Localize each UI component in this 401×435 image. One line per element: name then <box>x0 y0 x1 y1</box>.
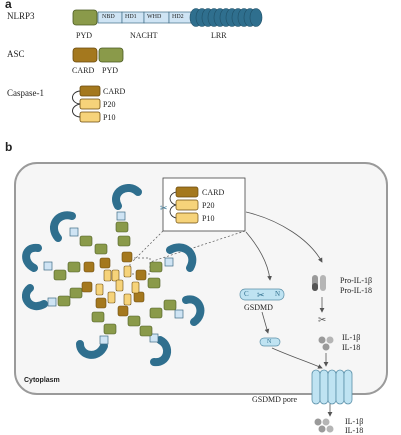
asc-card-label: CARD <box>72 66 95 75</box>
nlrp3-lrr-domain <box>189 8 263 27</box>
arrow-n-to-pore <box>271 347 323 369</box>
mature-il-icon <box>318 336 334 351</box>
inset-scissors-icon: ✂ <box>160 203 168 213</box>
released-il18-label: IL-18 <box>345 426 364 435</box>
nlrp3-nacht-label: NACHT <box>130 31 158 40</box>
caspase1-p20-label: P20 <box>103 100 116 109</box>
inflammasome-complex <box>22 184 205 367</box>
nlrp3-pyd-domain <box>72 9 98 26</box>
pro-il18-label: Pro-IL-18 <box>340 286 372 295</box>
asc-label: ASC <box>7 49 25 59</box>
nlrp3-lrr-label: LRR <box>211 31 227 40</box>
panel-b-label: b <box>5 140 13 154</box>
il18-label: IL-18 <box>342 343 361 352</box>
gsdmd-pore-label: GSDMD pore <box>252 395 298 404</box>
pro-il-icon <box>312 275 326 291</box>
arrow-to-pro-il <box>245 211 323 263</box>
lrr-arc-left-top <box>22 243 42 272</box>
gsdmd-pore <box>311 369 353 405</box>
gsdmd-scissors-icon: ✂ <box>257 290 265 300</box>
caspase1-label: Caspase-1 <box>7 88 44 98</box>
asc-pyd-label: PYD <box>102 66 119 75</box>
caspase1-p10-label: P10 <box>103 113 116 122</box>
inset-card-label: CARD <box>202 188 225 197</box>
gsdmd-full-length <box>239 288 285 301</box>
released-il-icon <box>314 418 334 433</box>
lrr-arc-bottom-right <box>150 336 172 367</box>
lrr-arc-left <box>22 284 48 310</box>
nlrp3-hd1-label: HD1 <box>125 14 137 20</box>
nlrp3-hd2-label: HD2 <box>172 14 184 20</box>
released-il1b-label: IL-1β <box>345 417 364 426</box>
arrow-gsdmd-to-n <box>261 311 270 334</box>
caspase1-card-label: CARD <box>103 87 126 96</box>
cytoplasm-label: Cytoplasm <box>24 377 60 384</box>
asc-card-domain <box>72 47 98 63</box>
nlrp3-whd-label: WHD <box>147 14 162 20</box>
il1b-label: IL-1β <box>342 333 361 342</box>
caspase1-linker <box>72 90 81 118</box>
inset-p10-label: P10 <box>202 214 215 223</box>
nlrp3-pyd-label: PYD <box>76 31 93 40</box>
lrr-arc-bottom <box>76 340 108 359</box>
gsdmd-c-label: C <box>244 290 249 298</box>
inset-zoom-line-2 <box>149 230 246 263</box>
nlrp3-label: NLRP3 <box>7 11 35 21</box>
caspase1-card-domain <box>79 85 101 97</box>
gsdmd-label: GSDMD <box>244 303 273 312</box>
gsdmd-n-fragment-label: N <box>267 339 272 345</box>
lrr-arc-top-right <box>166 243 197 272</box>
nlrp3-nbd-label: NBD <box>102 14 115 20</box>
pro-il-scissors-icon: ✂ <box>318 315 326 326</box>
inset-p10-domain <box>175 212 199 224</box>
lrr-arc-top-left <box>50 211 76 242</box>
inset-card-domain <box>175 186 199 198</box>
asc-pyd-domain <box>98 47 124 63</box>
pro-il1b-label: Pro-IL-1β <box>340 276 373 285</box>
gsdmd-n-fragment <box>259 337 281 347</box>
caspase1-p10-domain <box>79 111 101 123</box>
panel-a-label: a <box>5 0 12 11</box>
inset-p20-domain <box>175 199 199 211</box>
caspase1-p20-domain <box>79 98 101 110</box>
inset-zoom-line-1 <box>131 230 164 263</box>
lrr-arc-top <box>112 184 142 210</box>
gsdmd-n-label: N <box>275 290 281 298</box>
arrow-to-gsdmd <box>245 231 272 281</box>
inset-linker <box>169 191 177 219</box>
inset-p20-label: P20 <box>202 201 215 210</box>
lrr-arc-right <box>182 295 205 326</box>
